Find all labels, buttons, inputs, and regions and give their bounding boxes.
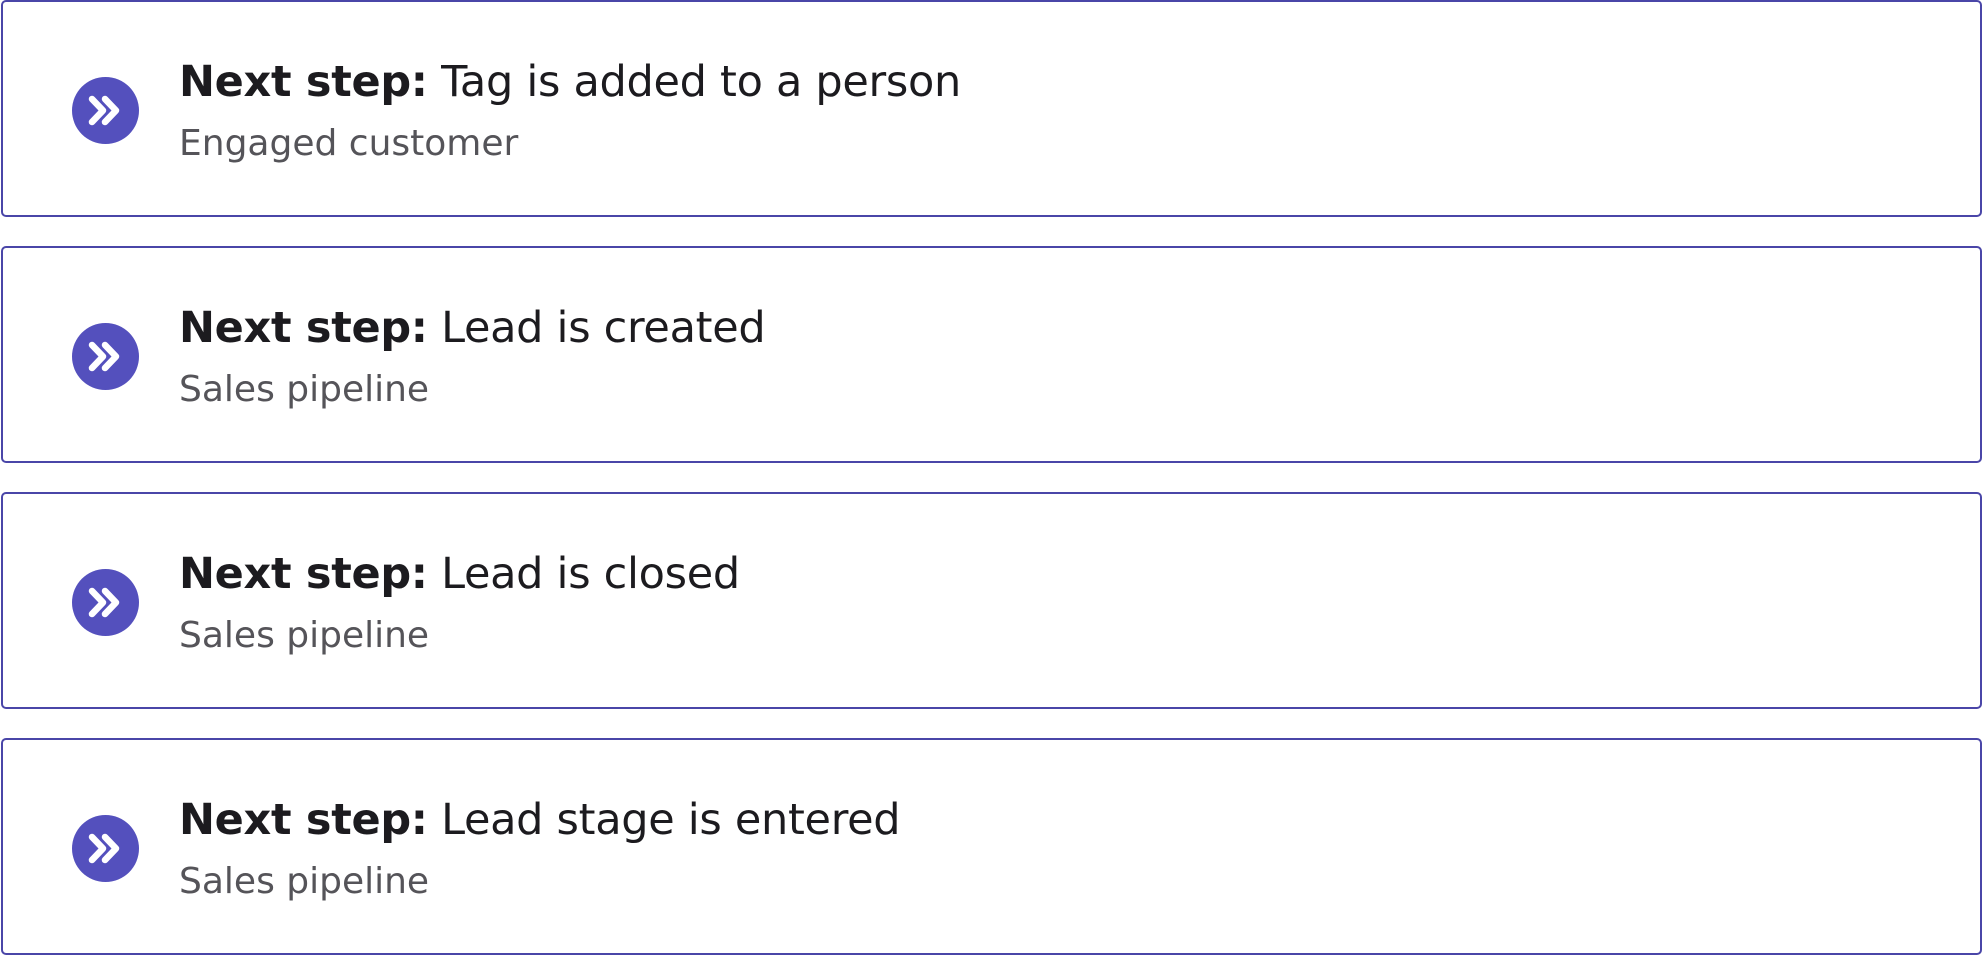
- next-step-card-tag-added[interactable]: Next step: Tag is added to a person Enga…: [1, 0, 1982, 217]
- step-subtitle: Engaged customer: [179, 123, 519, 164]
- chevrons-right-icon: [72, 815, 139, 882]
- step-title: Next step: Lead is closed: [179, 546, 740, 602]
- step-title: Next step: Lead is created: [179, 300, 766, 356]
- step-title-prefix: Next step:: [179, 795, 428, 845]
- step-title: Next step: Lead stage is entered: [179, 792, 901, 848]
- chevrons-right-icon: [72, 569, 139, 636]
- step-title: Next step: Tag is added to a person: [179, 54, 961, 110]
- step-title-prefix: Next step:: [179, 549, 428, 599]
- step-subtitle: Sales pipeline: [179, 861, 430, 902]
- step-title-text: Lead stage is entered: [427, 795, 901, 845]
- step-title-text: Lead is closed: [427, 549, 740, 599]
- step-subtitle: Sales pipeline: [179, 615, 430, 656]
- step-title-text: Tag is added to a person: [427, 57, 961, 107]
- step-title-prefix: Next step:: [179, 303, 428, 353]
- chevrons-right-icon: [72, 77, 139, 144]
- next-step-card-lead-closed[interactable]: Next step: Lead is closed Sales pipeline: [1, 492, 1982, 709]
- step-title-prefix: Next step:: [179, 57, 428, 107]
- chevrons-right-icon: [72, 323, 139, 390]
- step-subtitle: Sales pipeline: [179, 369, 430, 410]
- next-step-card-lead-stage-entered[interactable]: Next step: Lead stage is entered Sales p…: [1, 738, 1982, 955]
- next-step-card-lead-created[interactable]: Next step: Lead is created Sales pipelin…: [1, 246, 1982, 463]
- step-title-text: Lead is created: [427, 303, 766, 353]
